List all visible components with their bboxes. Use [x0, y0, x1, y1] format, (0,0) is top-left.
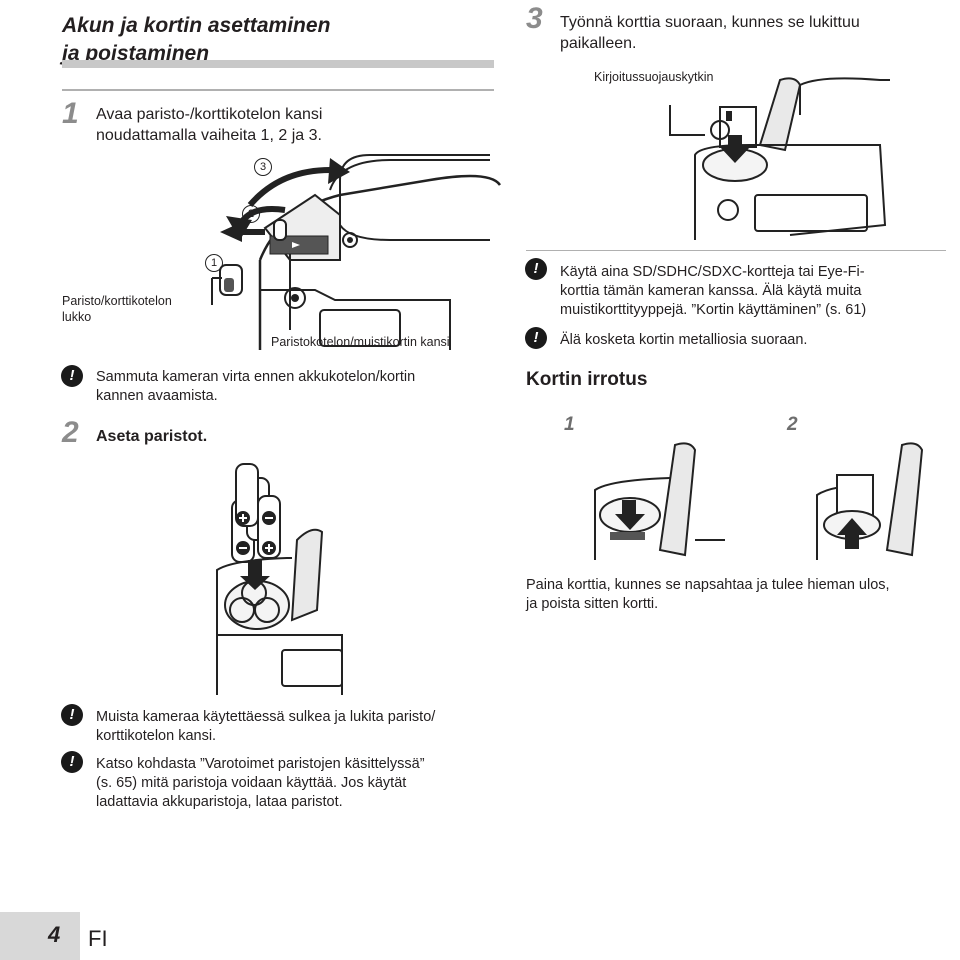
removal-step-2-number: 2 — [787, 414, 798, 435]
note-battery-types: Katso kohdasta ”Varotoimet paristojen kä… — [96, 756, 425, 810]
note-close-lock-cover: Muista kameraa käytettäessä sulkea ja lu… — [96, 709, 436, 744]
page-number: 4 — [48, 922, 61, 947]
note-power-off: Sammuta kameran virta ennen akkukotelon/… — [96, 369, 416, 404]
warning-icon: ! — [525, 327, 547, 349]
step1-number: 1 — [62, 97, 79, 130]
camera-open-cover-illustration — [211, 154, 502, 350]
card-insertion-illustration — [669, 77, 890, 240]
label-write-protect-switch: Kirjoitussuojauskytkin — [594, 70, 714, 84]
step3-text: Työnnä korttia suoraan, kunnes se lukitt… — [560, 14, 860, 52]
step1-text: Avaa paristo-/korttikotelon kansi noudat… — [96, 106, 323, 144]
note-card-types: Käytä aina SD/SDHC/SDXC-kortteja tai Eye… — [560, 264, 867, 318]
page-title: Akun ja kortin asettaminen ja poistamine… — [62, 14, 331, 65]
page-number-tab — [0, 912, 80, 960]
circled-3: 3 — [254, 158, 272, 176]
card-removal-heading: Kortin irrotus — [526, 369, 648, 390]
step3-number: 3 — [526, 2, 543, 35]
warning-icon: ! — [61, 751, 83, 773]
removal-instruction: Paina korttia, kunnes se napsahtaa ja tu… — [526, 577, 890, 612]
card-push-illustration — [594, 442, 725, 560]
battery-insertion-illustration — [216, 463, 343, 695]
step2-text: Aseta paristot. — [96, 428, 208, 445]
divider-right — [526, 250, 946, 251]
step2-number: 2 — [62, 416, 79, 449]
divider-left — [62, 89, 494, 91]
title-underline-bar — [62, 60, 494, 68]
warning-icon: ! — [61, 365, 83, 387]
circled-1: 1 — [205, 254, 223, 272]
language-code: FI — [88, 926, 108, 951]
label-battery-cover: Paristokotelon/muistikortin kansi — [271, 335, 450, 349]
note-metal-parts: Älä kosketa kortin metalliosia suoraan. — [560, 332, 808, 348]
label-battery-lock: Paristo/korttikotelon lukko — [62, 294, 172, 324]
circled-2: 2 — [242, 205, 260, 223]
card-pull-out-illustration — [816, 442, 924, 560]
warning-icon: ! — [61, 704, 83, 726]
removal-step-1-number: 1 — [564, 414, 575, 435]
warning-icon: ! — [525, 258, 547, 280]
